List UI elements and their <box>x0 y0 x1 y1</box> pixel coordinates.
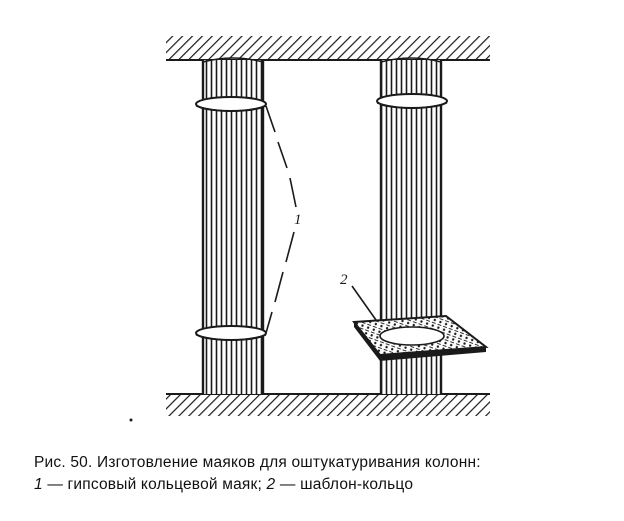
callout-1-leaders <box>265 105 297 334</box>
caption-item-1-number: 1 <box>34 476 43 493</box>
callout-2-leader <box>351 285 377 321</box>
column-beacon-illustration: 1 2 <box>129 36 490 422</box>
callout-label-1: 1 <box>294 212 302 228</box>
gypsum-ring-beacon-top <box>195 96 267 112</box>
caption-item-2-text: — шаблон-кольцо <box>275 476 414 493</box>
caption-title: Рис. 50. Изготовление маяков для оштукат… <box>34 454 481 471</box>
callout-label-2: 2 <box>340 272 348 288</box>
floor-slab <box>166 393 490 416</box>
caption-legend: 1 — гипсовый кольцевой маяк; 2 — шаблон-… <box>34 474 614 496</box>
figure-caption: Рис. 50. Изготовление маяков для оштукат… <box>34 452 614 496</box>
ceiling-slab <box>166 36 490 61</box>
gypsum-ring-beacon-right <box>376 93 448 109</box>
stray-mark <box>129 418 133 422</box>
caption-item-2-number: 2 <box>266 476 276 493</box>
caption-item-1-text: — гипсовый кольцевой маяк; <box>42 476 267 493</box>
template-ring-board <box>352 314 489 361</box>
gypsum-ring-beacon-bottom <box>195 325 267 341</box>
